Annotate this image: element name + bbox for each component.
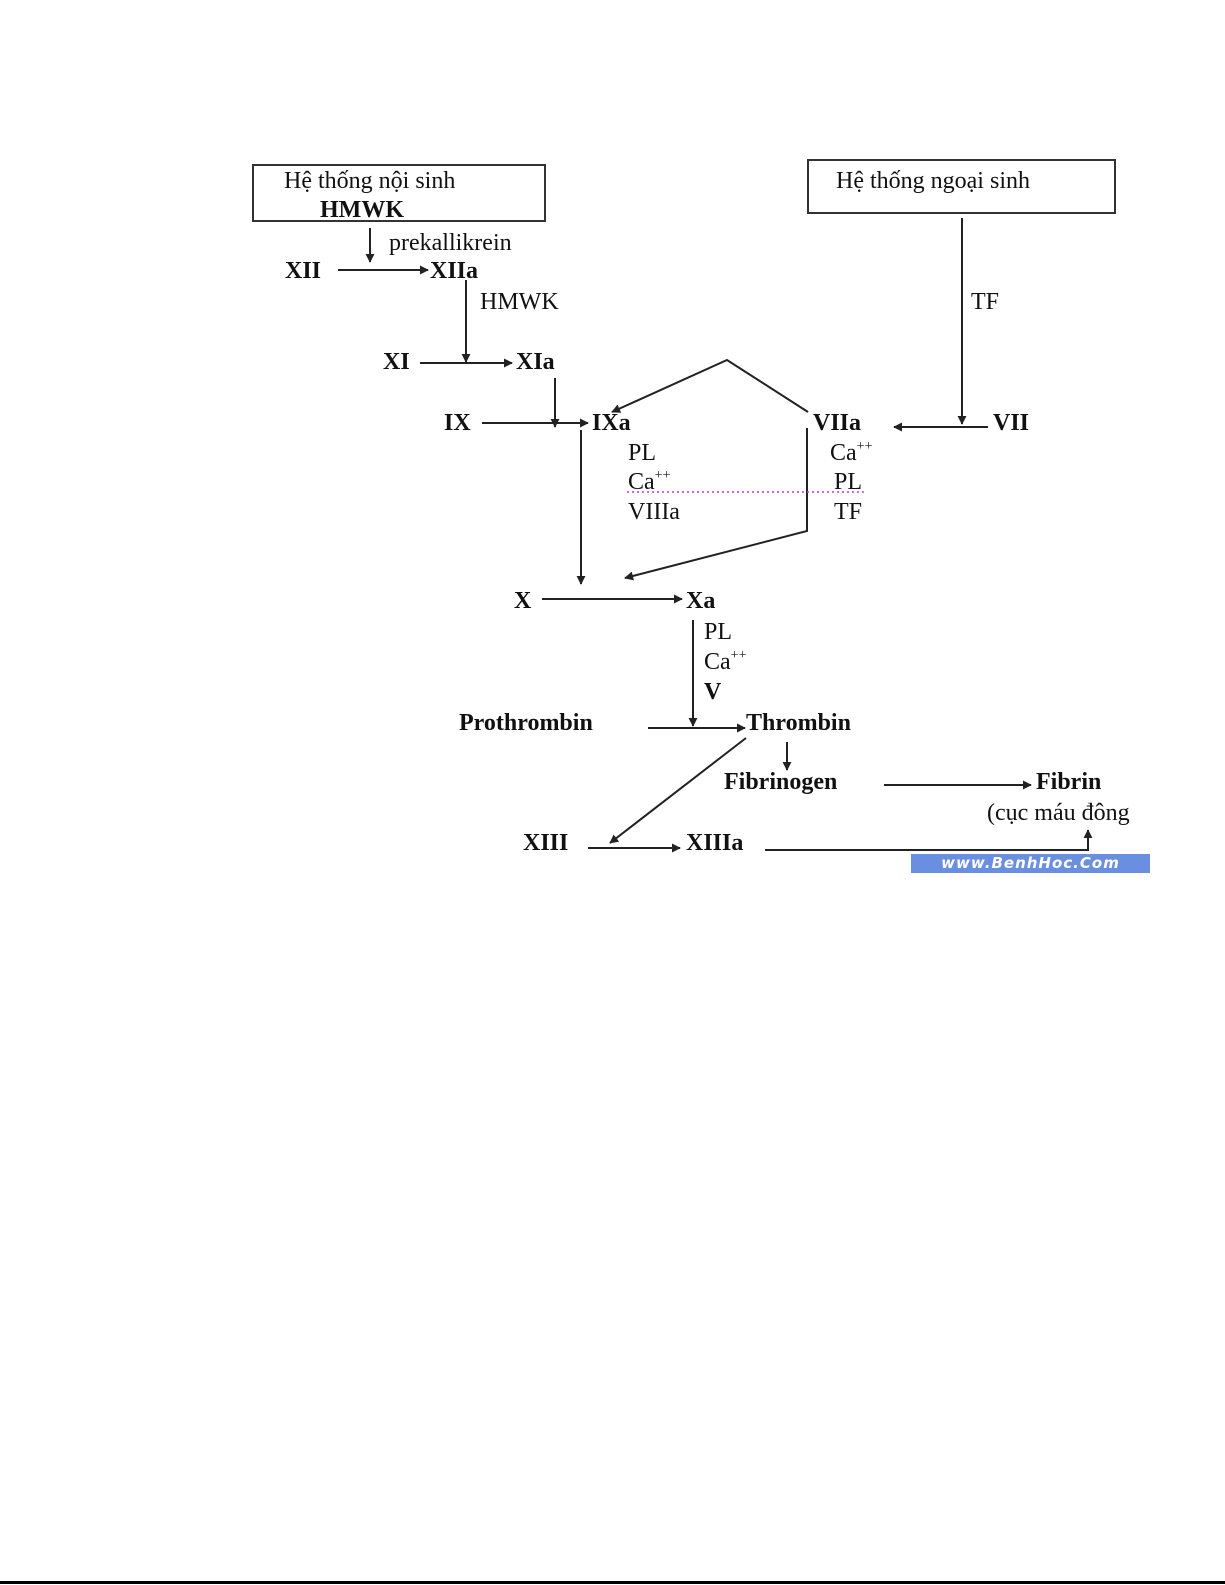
node-x: X <box>514 587 531 615</box>
fibrin-note: (cục máu đông <box>987 799 1130 827</box>
viia-cofactor-ca: Ca++ <box>830 439 872 467</box>
label-tf: TF <box>971 288 999 316</box>
ixa-cofactor-pl: PL <box>628 439 656 467</box>
ion-charge: ++ <box>731 648 747 663</box>
node-thrombin: Thrombin <box>746 709 851 737</box>
xa-cofactor-pl: PL <box>704 618 732 646</box>
node-viia: VIIa <box>813 409 861 437</box>
extrinsic-system-title: Hệ thống ngoại sinh <box>836 167 1030 195</box>
edge-xiiia-to-fibrin <box>765 830 1088 850</box>
viia-cofactor-pl: PL <box>834 468 862 496</box>
page-bottom-rule <box>0 1581 1225 1584</box>
edge-viia-to-ixa <box>612 360 808 412</box>
node-prothrombin: Prothrombin <box>459 709 593 737</box>
ixa-cofactor-ca-text: Ca <box>628 469 655 495</box>
node-xiii: XIII <box>523 829 568 857</box>
ion-charge: ++ <box>857 439 873 454</box>
node-fibrinogen: Fibrinogen <box>724 768 837 796</box>
label-prekallikrein: prekallikrein <box>389 229 512 257</box>
node-xiiia: XIIIa <box>686 829 743 857</box>
node-ixa: IXa <box>592 409 631 437</box>
node-xia: XIa <box>516 348 555 376</box>
label-hmwk: HMWK <box>480 288 559 316</box>
node-xi: XI <box>383 348 410 376</box>
xa-cofactor-ca: Ca++ <box>704 648 746 676</box>
intrinsic-system-hmwk: HMWK <box>320 196 404 224</box>
node-xa: Xa <box>686 587 715 615</box>
node-vii: VII <box>993 409 1029 437</box>
ixa-cofactor-ca: Ca++ <box>628 468 670 496</box>
intrinsic-system-title: Hệ thống nội sinh <box>284 167 455 195</box>
node-xii: XII <box>285 257 321 285</box>
xa-cofactor-ca-text: Ca <box>704 649 731 675</box>
viia-cofactor-tf: TF <box>834 498 862 526</box>
ixa-cofactor-viiia: VIIIa <box>628 498 680 526</box>
watermark-badge: www.BenhHoc.Com <box>911 854 1150 873</box>
node-ix: IX <box>444 409 471 437</box>
node-xiia: XIIa <box>430 257 478 285</box>
node-fibrin: Fibrin <box>1036 768 1101 796</box>
xa-cofactor-v: V <box>704 678 721 706</box>
viia-cofactor-ca-text: Ca <box>830 440 857 466</box>
ion-charge: ++ <box>655 468 671 483</box>
